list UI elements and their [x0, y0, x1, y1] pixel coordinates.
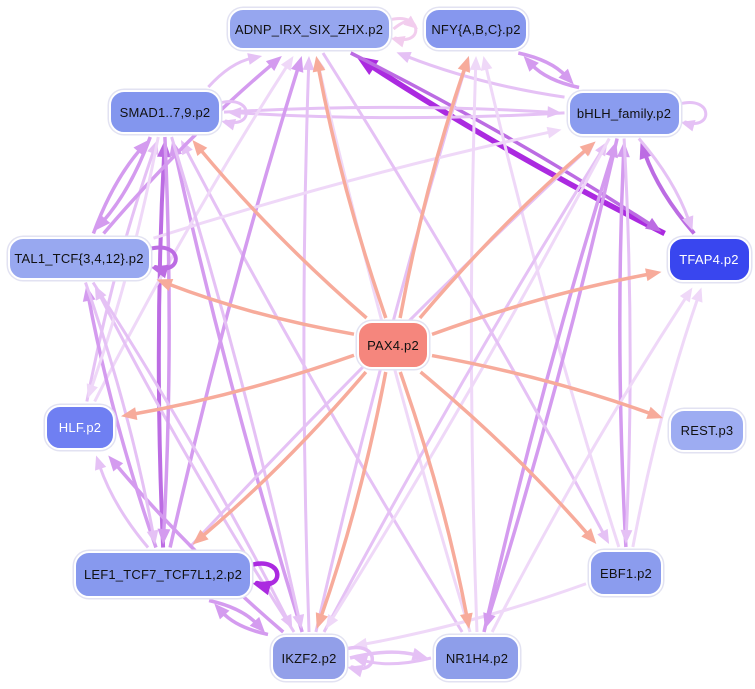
edge-lef1-self: [248, 561, 280, 596]
edge-tal1-self: [147, 245, 178, 279]
edge-bhlh-smad: [227, 107, 565, 120]
node-adnp[interactable]: ADNP_IRX_SIX_ZHX.p2: [227, 8, 391, 50]
edge-tfap4-bhlh: [639, 141, 696, 235]
edge-lef1-adnp: [168, 56, 304, 548]
edge-pax4-bhlh: [418, 141, 596, 320]
edge-adnp-tfap4: [349, 51, 662, 232]
edge-lef1-hlf: [95, 455, 150, 549]
edge-ikzf2-adnp: [302, 56, 315, 633]
node-label: TFAP4.p2: [679, 251, 739, 267]
node-label: REST.p3: [680, 422, 734, 438]
node-ebf1[interactable]: EBF1.p2: [589, 550, 663, 596]
edge-bhlh-self: [678, 101, 708, 132]
node-label: EBF1.p2: [600, 565, 652, 581]
edge-adnp-ebf1: [321, 52, 610, 544]
edge-nfy-bhlh: [517, 51, 574, 85]
node-label: TAL1_TCF{3,4,12}.p2: [14, 250, 144, 266]
edge-tal1-bhlh: [153, 126, 562, 240]
edge-adnp-self: [388, 17, 418, 48]
node-label: NFY{A,B,C}.p2: [431, 21, 521, 37]
node-lef1[interactable]: LEF1_TCF7_TCF7L1,2.p2: [74, 550, 252, 598]
edge-ikzf2-lef1: [214, 603, 269, 637]
edge-bhlh-ebf1: [620, 138, 633, 544]
edge-pax4-tal1: [156, 279, 355, 336]
edge-pax4-adnp: [312, 56, 388, 319]
node-label: SMAD1..7,9.p2: [119, 104, 211, 120]
node-hlf[interactable]: HLF.p2: [45, 404, 115, 450]
node-nr1h4[interactable]: NR1H4.p2: [434, 635, 520, 681]
edge-pax4-ikzf2: [315, 371, 388, 629]
node-smad[interactable]: SMAD1..7,9.p2: [109, 90, 221, 134]
edge-bhlh-nfy: [523, 56, 580, 90]
edge-ebf1-tfap4: [631, 287, 703, 548]
node-bhlh[interactable]: bHLH_family.p2: [567, 90, 681, 136]
edge-tfap4-adnp: [355, 56, 666, 236]
edge-ebf1-nfy: [480, 56, 621, 548]
edge-pax4-hlf: [121, 353, 355, 420]
edge-tal1-smad: [91, 140, 149, 235]
node-tfap4[interactable]: TFAP4.p2: [667, 236, 751, 282]
edge-smad-tal1: [95, 136, 152, 231]
edge-bhlh-ikzf2: [325, 137, 611, 629]
node-label: IKZF2.p2: [281, 650, 337, 666]
node-label: PAX4.p2: [367, 337, 419, 353]
edge-ikzf2-nr1h4: [349, 647, 428, 661]
edge-nr1h4-tfap4: [490, 287, 693, 633]
edge-pax4-nr1h4: [398, 371, 473, 629]
edge-smad-lef1: [157, 136, 171, 545]
node-ikzf2[interactable]: IKZF2.p2: [271, 635, 347, 681]
node-tal1[interactable]: TAL1_TCF{3,4,12}.p2: [7, 236, 151, 280]
node-pax4[interactable]: PAX4.p2: [357, 321, 429, 369]
node-label: HLF.p2: [58, 419, 102, 435]
edge-smad-self: [218, 100, 248, 131]
node-label: NR1H4.p2: [445, 650, 509, 666]
edge-tal1-ikzf2: [91, 281, 293, 629]
edge-smad-ikzf2: [170, 136, 305, 629]
edge-pax4-rest: [431, 353, 663, 419]
edge-nr1h4-nfy: [469, 56, 482, 633]
edge-pax4-lef1: [192, 370, 368, 545]
edge-tal1-lef1: [84, 282, 159, 545]
edge-smad-adnp: [207, 53, 263, 89]
node-label: LEF1_TCF7_TCF7L1,2.p2: [83, 566, 243, 582]
edge-ikzf2-hlf: [108, 455, 285, 634]
edge-bhlh-adnp: [396, 51, 565, 99]
edge-pax4-tfap4: [431, 268, 662, 337]
edge-bhlh-tfap4: [637, 137, 694, 231]
edge-nr1h4-ikzf2: [353, 655, 432, 668]
node-label: ADNP_IRX_SIX_ZHX.p2: [234, 21, 384, 37]
edge-pax4-nfy: [398, 56, 470, 319]
edge-tal1-adnp: [102, 56, 282, 235]
edge-pax4-smad: [192, 140, 368, 320]
node-label: bHLH_family.p2: [576, 105, 672, 121]
edge-ikzf2-self: [344, 645, 375, 678]
node-nfy[interactable]: NFY{A,B,C}.p2: [424, 8, 528, 50]
edge-pax4-ebf1: [419, 370, 597, 544]
edge-lef1-ikzf2: [208, 598, 265, 633]
node-rest[interactable]: REST.p3: [669, 408, 745, 452]
